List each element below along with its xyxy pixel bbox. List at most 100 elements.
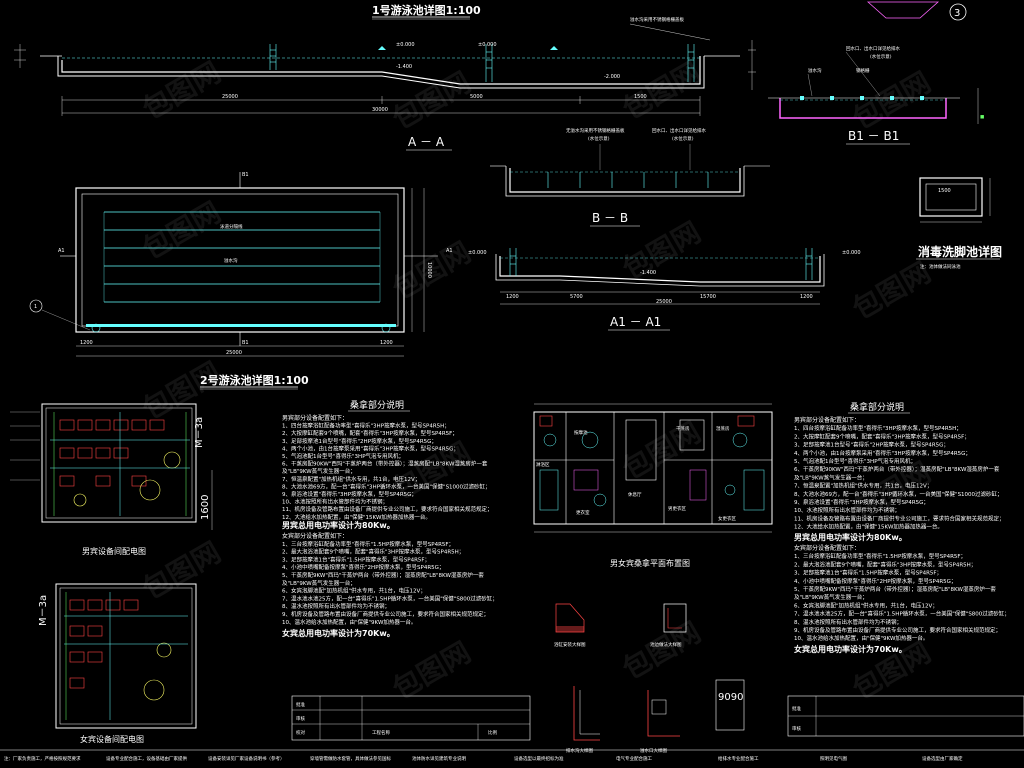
bottom-notes-strip: 注：厂家负责施工，严格按照规范要求设备专业配合施工，设备基础由厂家提供设备安装详… [0, 749, 1024, 762]
sauna-female-note-line: 3、足部按摩池1台"喜得乐"1.5HP按摩水泵，型号SP4R5F； [282, 555, 430, 563]
pool-plan: A － A 泳道分隔线 溢水沟 A1 A1 B1 [29, 135, 453, 390]
sauna-female-note-line-right: 4、小池中喷嘴配备按摩泵"喜得乐"2HP按摩水泵，型号SP4R5G； [794, 577, 956, 585]
a1-dim-total: 25000 [656, 299, 672, 305]
female-room-title: 女宾设备间配电图 [80, 734, 144, 744]
sauna-female-note-line-right: 及"LB"9KW蒸气发生器一台； [794, 593, 868, 601]
pool1-top-note: 溢水沟采用不锈钢格栅盖板 [630, 16, 684, 23]
plan-room-7: 湿蒸房 [716, 425, 730, 432]
sauna-note-line-right: 及"LB"9KW蒸气发生器一台； [794, 473, 868, 481]
plan-a1-left: A1 [58, 248, 65, 254]
bottom-note: 设备安装详见厂家设备说明书（参考） [208, 755, 285, 762]
sauna-note-line: 8、大池水池69方，配一台"喜得乐"3HP循环水泵，一台美国"保健"S1000过… [282, 482, 491, 490]
sauna-female-note-line-right: 10、温水池给水加热配置，由"保健"9KW加热器一台。 [794, 634, 928, 642]
sauna-note-line: 1、四台按摩浴缸配备功率型"喜得乐"3HP按摩水泵，型号SP4R5H； [282, 422, 450, 430]
a1-section: ±0.000 -1.400 ±0.000 1200 5700 15700 120… [468, 248, 861, 331]
plan-width-right: 1200 [380, 340, 393, 346]
sauna-total-female-right: 女宾总用电功率设计为70Kw。 [794, 644, 907, 654]
plan-room-4: 休息厅 [628, 491, 642, 498]
watermark: 包图网 [387, 635, 476, 706]
disinfect-note: 注：池体做法同泳池 [920, 263, 961, 270]
plan-room-6: 干蒸房 [676, 425, 690, 432]
plan-width-left: 1200 [80, 340, 93, 346]
female-m3a: M－3a [38, 595, 49, 626]
sauna-notes-left: 桑拿部分说明 男宾部分设备配置如下：1、四台按摩浴缸配备功率型"喜得乐"3HP按… [282, 399, 498, 638]
bb-left-note: 无溢水沟采用不锈钢格栅盖板 [566, 127, 625, 134]
sauna-notes-right: 桑拿部分说明 男宾部分设备配置如下：1、四台按摩浴缸配备功率型"喜得乐"3HP按… [794, 401, 1010, 654]
sauna-note-line: 10、水池按照所有出水管部件均为不锈钢； [282, 498, 388, 506]
b1-note4: 钢格栅 [856, 67, 870, 74]
sauna-note-line: 5、气泡池配1台型号"喜得乐"3HP气泡专用风机； [282, 452, 404, 460]
tb-row2: 审核 [296, 715, 305, 722]
pool1-dim-seg1: 25000 [222, 94, 238, 100]
b1-section: 回水口、出水口详见给排水 (水位示意) 溢水沟 钢格栅 B1 － B1 3 ■ [768, 1, 984, 145]
sauna-female-note-line-right: 女宾部分设备配置如下： [794, 544, 860, 552]
sauna-female-note-line: 6、女宾泡脚池配"加热机组"供水专用，共1台，电压12V； [282, 587, 426, 595]
sauna-female-note-line: 1、三台按摩浴缸配备功率型"喜得乐"1.5HP按摩水泵，型号SP4R5F； [282, 540, 454, 548]
sauna-note-line: 及"LB"9KW蒸气发生器一台； [282, 467, 356, 475]
sauna-female-note-line: 2、最大泡浴池配套9个喷嘴，配套"喜得乐"3HP按摩水泵，型号SP4R5H； [282, 548, 464, 556]
male-room-title: 男宾设备间配电图 [82, 546, 146, 556]
tb-row1: 批准 [296, 701, 305, 708]
a1-dim-seg2: 5700 [570, 294, 583, 300]
a1-level-mid: -1.400 [640, 270, 656, 276]
rb-row1: 批准 [792, 705, 801, 712]
a1-dim-seg3: 15700 [700, 294, 716, 300]
sauna-female-note-line: 7、温水池水池25方，配一台"喜得乐"1.5HP循环水泵，一台美国"保健"S80… [282, 594, 498, 602]
pool1-level-right: ±0.000 [478, 42, 497, 48]
female-equipment-room: M－3a 女宾设备间配电图 [38, 583, 197, 744]
sauna-notes-female-list: 女宾部分设备配置如下：1、三台按摩浴缸配备功率型"喜得乐"1.5HP按摩水泵，型… [282, 532, 498, 626]
pool1-title: 1号游泳池详图1:100 [372, 3, 481, 17]
bottom-note: 电气专业配合施工 [616, 755, 652, 762]
a1-dim-seg1: 1200 [506, 294, 519, 300]
sauna-total-male-left: 男宾总用电功率设计为80Kw。 [282, 520, 395, 530]
sauna-note-line-right: 8、大池水池69方，配一台"喜得乐"3HP循环水泵，一台美国"保健"S1000过… [794, 490, 1003, 498]
sauna-female-note-line-right: 7、温水池水池25方，配一台"喜得乐"1.5HP循环水泵，一台美国"保健"S80… [794, 610, 1010, 618]
aa-title: A － A [408, 135, 445, 149]
watermark: 包图网 [617, 615, 706, 686]
sauna-note-line-right: 9、泉浴池设置"喜得乐"3HP按摩水泵，型号SP4R5G； [794, 498, 929, 506]
bb-right-sub: (水位示意) [672, 135, 694, 142]
sauna-note-line-right: 11、机房设备及管路布置由设备厂商提供专业公司施工，要求符合国家相关规范规定； [794, 514, 1005, 522]
bb-title: B － B [592, 211, 628, 225]
detail-caption-2: 池边做法大样图 [650, 641, 682, 648]
sauna-female-note-line: 5、干蒸房配9KW"西玛"干蒸炉两台（带外控器）；湿蒸房配"LB"8KW湿蒸房炉… [282, 571, 484, 579]
a1-dim-seg4: 1200 [800, 294, 813, 300]
watermark: 包图网 [617, 415, 706, 486]
plan-b1-top: B1 [242, 172, 249, 178]
sauna-title-left: 桑拿部分说明 [350, 399, 404, 411]
sauna-note-line-right: 5、气泡池配1台型号"喜得乐"3HP气泡专用风机； [794, 457, 916, 465]
plan-room-2: 淋浴区 [536, 461, 550, 468]
sauna-note-line: 男宾部分设备配置如下： [282, 414, 348, 422]
detail-4: 溢水口大样图 [640, 690, 680, 754]
detail-caption-3: 排水沟大样图 [566, 747, 593, 754]
svg-text:■: ■ [980, 115, 984, 120]
watermark: 包图网 [137, 535, 226, 606]
bottom-notes-list: 注：厂家负责施工，严格按照规范要求设备专业配合施工，设备基础由厂家提供设备安装详… [4, 755, 963, 762]
dim-1600: 1600 [200, 495, 211, 520]
detail-2: 池边做法大样图 [650, 603, 687, 648]
watermark: 包图网 [387, 65, 476, 136]
watermark: 包图网 [847, 65, 936, 136]
sauna-notes-right-list: 男宾部分设备配置如下：1、四台按摩浴缸配备功率型"喜得乐"3HP按摩水泵，型号S… [794, 416, 1005, 531]
plan-room-5: 男更衣区 [668, 505, 686, 512]
sauna-floor-plan: 按摩池 淋浴区 更衣室 休息厅 男更衣区 干蒸房 湿蒸房 女更衣区 男女宾桑拿平… [533, 403, 773, 568]
sauna-note-line-right: 2、大按摩缸配套9个喷嘴，配套"喜得乐"3HP按摩水泵，型号SP4R5F； [794, 432, 970, 440]
male-equipment-room: M－3a 1600 男宾设备间配电图 [10, 403, 213, 556]
sauna-note-line: 12、大池给水加热配置，由"保健"15KW加热器加热器一台。 [282, 513, 431, 521]
plan-width-main: 25000 [226, 350, 242, 356]
sauna-note-line: 11、机房设备及管路布置由设备厂商提供专业公司施工，要求符合国家相关规范规定； [282, 505, 493, 513]
rb-row2: 审核 [792, 725, 801, 732]
pool1-dim-seg2: 5000 [470, 94, 483, 100]
detail-1: 浴缸安装大样图 [554, 603, 586, 648]
sauna-female-note-line: 8、温水池按照所有出水管部件均为不锈钢； [282, 602, 390, 610]
bottom-note: 照明见电气图 [820, 755, 847, 762]
sauna-note-line: 3、足部按摩池1台型号"喜得乐"2HP按摩水泵，型号SP4R5G； [282, 437, 437, 445]
sauna-notes-left-list: 男宾部分设备配置如下：1、四台按摩浴缸配备功率型"喜得乐"3HP按摩水泵，型号S… [282, 414, 493, 521]
detail-caption-1: 浴缸安装大样图 [554, 641, 586, 648]
sauna-female-note-line-right: 2、最大泡浴池配套9个喷嘴，配套"喜得乐"3HP按摩水泵，型号SP4R5H； [794, 560, 976, 568]
sauna-female-note-line: 10、温水池给水加热配置，由"保健"9KW加热器一台。 [282, 618, 416, 626]
plan-a1-right: A1 [446, 248, 453, 254]
detail-3: 排水沟大样图 [566, 686, 600, 754]
watermark: 包图网 [137, 355, 226, 426]
